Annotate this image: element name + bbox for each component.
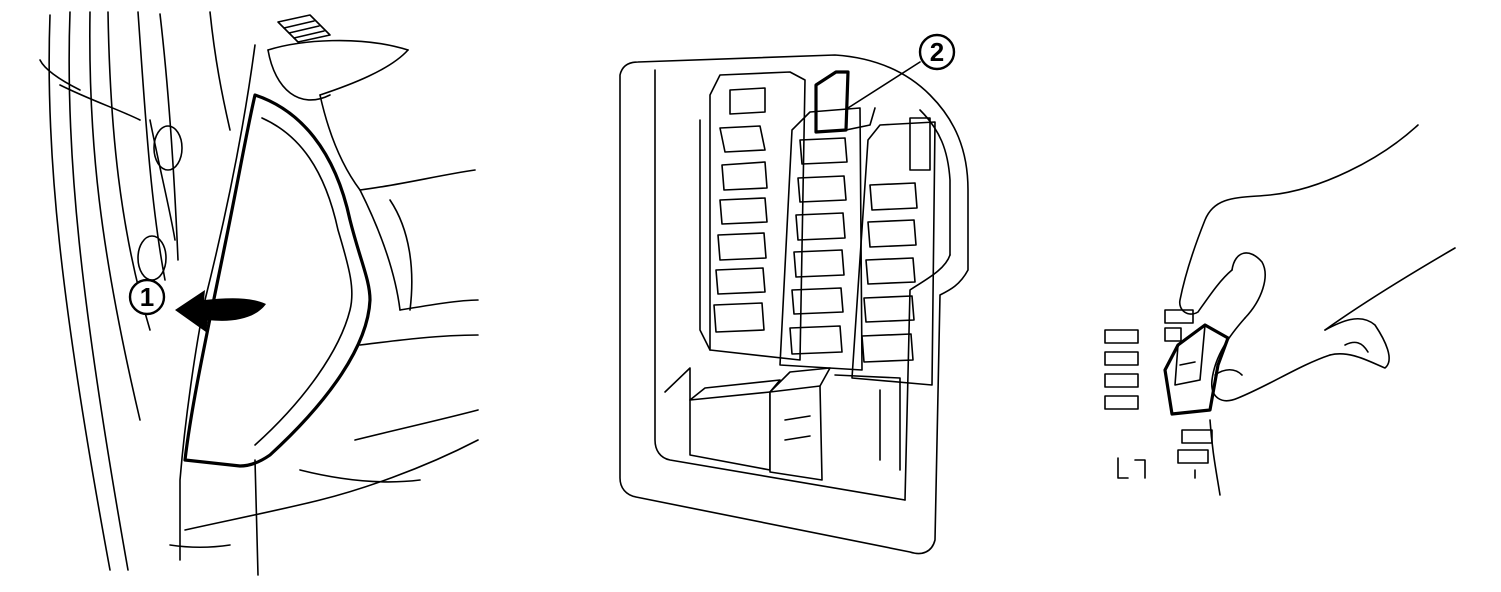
- removal-direction-arrow: [175, 290, 266, 332]
- extracted-fuse: [1163, 323, 1230, 416]
- callout-1: 1: [128, 278, 166, 316]
- callout-2-label: 2: [930, 37, 944, 67]
- fuse-column-left: [699, 71, 806, 361]
- vent-grille: [277, 14, 331, 43]
- panel-fuse-extraction: [1104, 124, 1456, 496]
- fuse-puller: [814, 70, 850, 134]
- relay-block: [664, 367, 901, 481]
- fuse-column-right: [851, 117, 936, 386]
- callout-1-label: 1: [140, 282, 154, 312]
- callout-2: 2: [918, 33, 956, 71]
- panel-fuse-cover-removal: [39, 11, 479, 576]
- fuse-column-middle: [779, 107, 863, 371]
- hand: [1178, 124, 1419, 315]
- fuse-cover: [183, 93, 372, 468]
- panel-fuse-block: [619, 54, 969, 555]
- fuse-block-slots: [1104, 309, 1221, 496]
